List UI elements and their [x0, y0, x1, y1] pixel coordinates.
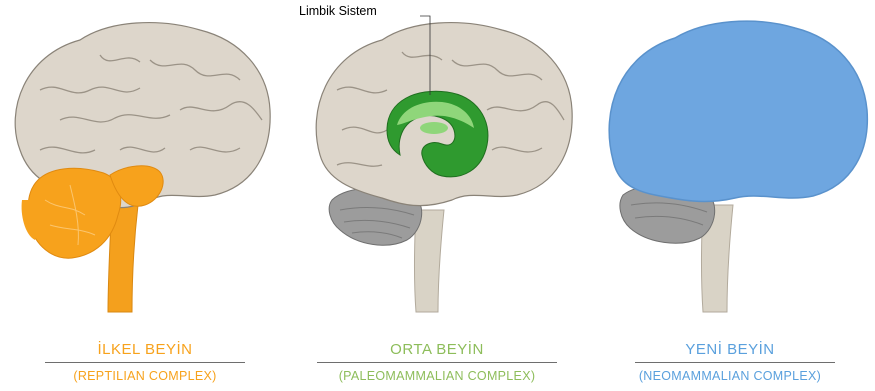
panel-reptilian: İLKEL BEYİN (REPTILIAN COMPLEX) — [0, 0, 290, 391]
panel-subtitle: (PALEOMAMMALIAN COMPLEX) — [292, 369, 582, 383]
limbic-system-callout-label: Limbik Sistem — [297, 4, 379, 18]
panel-paleomammalian: ORTA BEYİN (PALEOMAMMALIAN COMPLEX) — [292, 0, 582, 391]
neomammalian-brain-illustration — [585, 0, 875, 340]
panel-neomammalian: YENİ BEYİN (NEOMAMMALIAN COMPLEX) — [585, 0, 875, 391]
paleomammalian-brain-illustration — [292, 0, 582, 340]
panel-subtitle: (REPTILIAN COMPLEX) — [0, 369, 290, 383]
divider — [317, 362, 557, 363]
panel-title: ORTA BEYİN — [292, 341, 582, 358]
divider — [635, 362, 835, 363]
panel-title: İLKEL BEYİN — [0, 341, 290, 358]
panel-title: YENİ BEYİN — [585, 341, 875, 358]
neocortex — [609, 21, 867, 201]
reptilian-brain-illustration — [0, 0, 290, 340]
divider — [45, 362, 245, 363]
panel-subtitle: (NEOMAMMALIAN COMPLEX) — [585, 369, 875, 383]
